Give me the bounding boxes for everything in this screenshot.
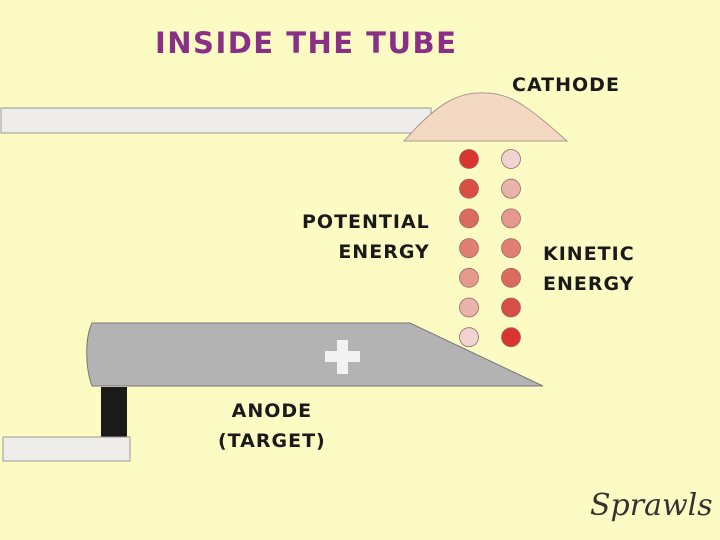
kinetic-energy-electrons [501,149,521,348]
kinetic-electron-5 [501,267,521,288]
anode-rod [2,436,131,462]
author-signature: Sprawls [590,488,713,523]
kinetic-electron-2 [501,178,521,199]
kinetic-electron-3 [501,208,521,229]
potential-electron-4 [459,238,479,259]
potential-label-line1: POTENTIAL [302,211,430,233]
potential-electron-6 [459,297,479,318]
kinetic-electron-6 [501,297,521,318]
kinetic-energy-label: KINETIC ENERGY [543,239,635,299]
potential-energy-electrons [459,149,479,348]
potential-electron-1 [459,149,479,169]
kinetic-electron-7 [501,327,521,348]
plus-icon [325,340,360,374]
potential-energy-label: POTENTIAL ENERGY [302,207,430,267]
potential-electron-2 [459,178,479,199]
potential-label-line2: ENERGY [338,241,430,263]
kinetic-label-line1: KINETIC [543,243,635,265]
kinetic-electron-1 [501,149,521,169]
cathode-rod [0,107,432,134]
anode-target-label: ANODE (TARGET) [218,396,326,456]
anode-stem [101,387,127,438]
kinetic-label-line2: ENERGY [543,273,635,295]
page-title: INSIDE THE TUBE [155,26,458,60]
anode-label-line2: (TARGET) [218,430,326,452]
anode-target [86,322,544,387]
potential-electron-5 [459,267,479,288]
potential-electron-7 [459,327,479,348]
cathode-label: CATHODE [512,74,620,96]
kinetic-electron-4 [501,238,521,259]
anode-label-line1: ANODE [231,400,313,422]
potential-electron-3 [459,208,479,229]
cathode [402,92,569,142]
